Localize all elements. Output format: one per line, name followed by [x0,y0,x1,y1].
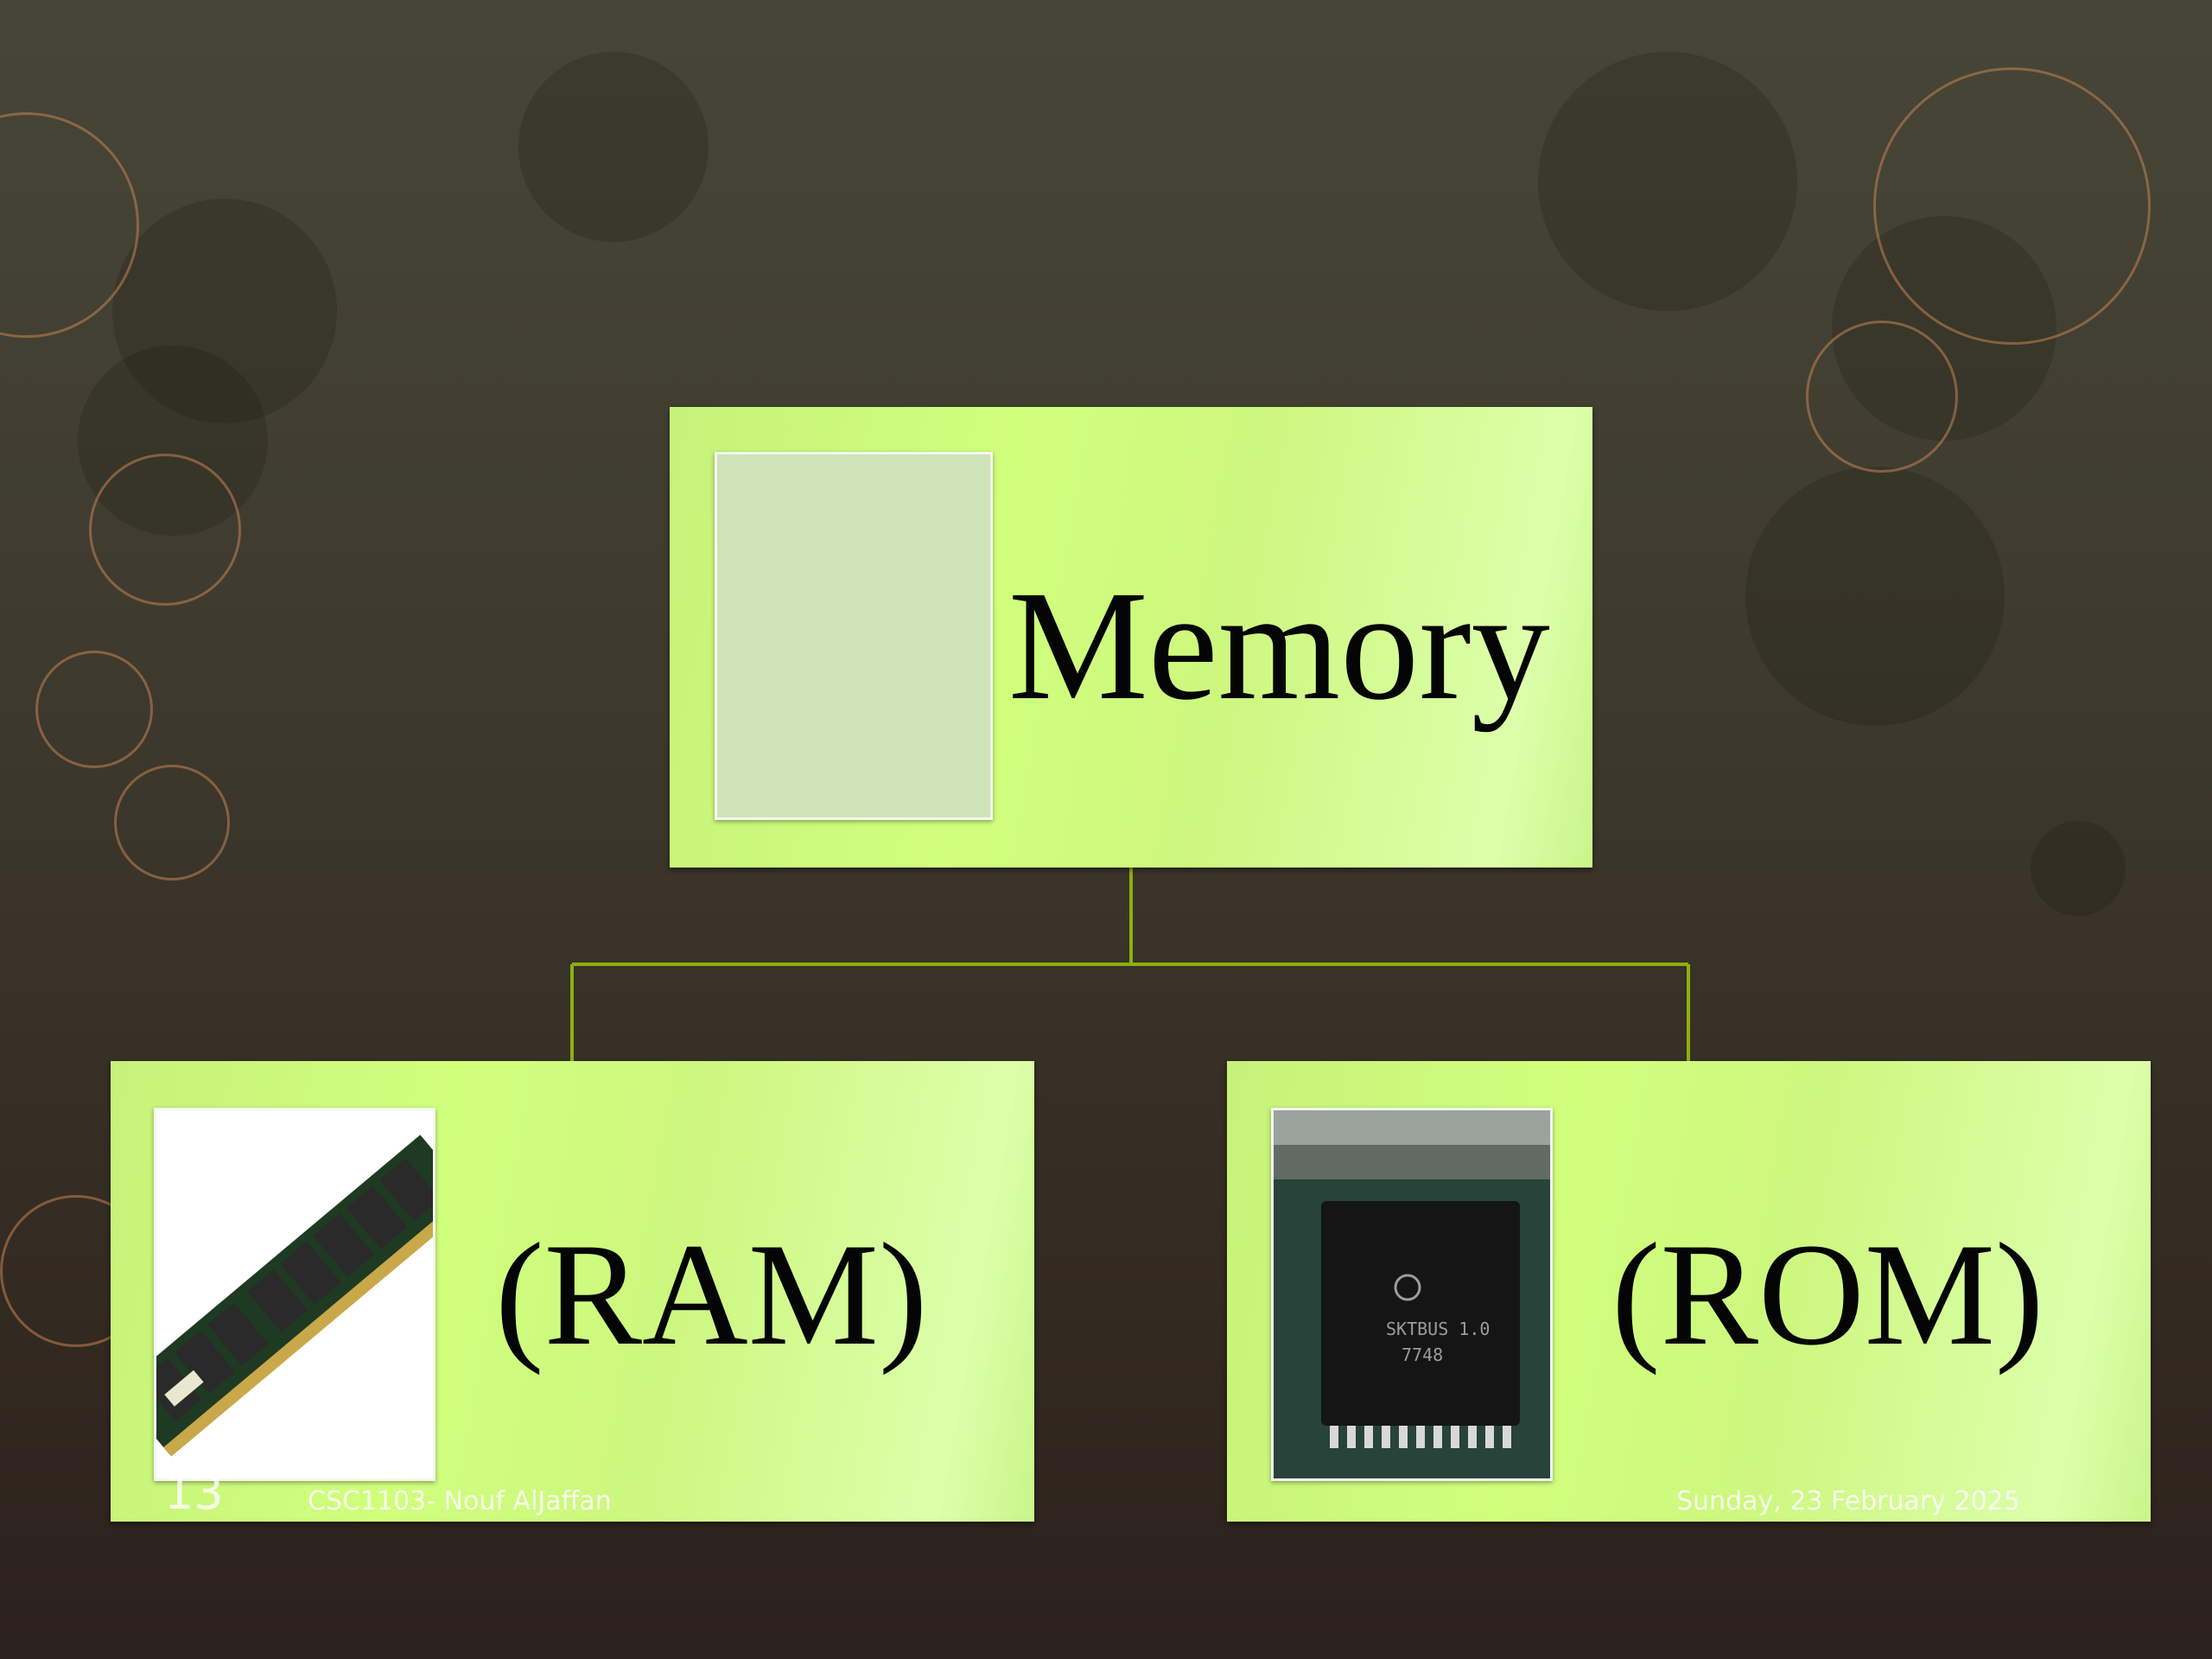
rom-chip-image: SKTBUS 1.0 7748 [1271,1108,1553,1481]
rom-node: SKTBUS 1.0 7748 (ROM) [1227,1061,2151,1522]
rom-chip-marking-2: 7748 [1402,1344,1443,1365]
rom-chip-icon: SKTBUS 1.0 7748 [1274,1110,1550,1478]
background-bokeh [1538,52,1797,311]
rom-chip-marking-1: SKTBUS 1.0 [1386,1319,1490,1339]
background-bokeh [518,52,709,242]
background-ring [35,651,153,768]
ram-module-icon [156,1135,433,1457]
ram-label: (RAM) [495,1213,928,1376]
ram-node: (RAM) [111,1061,1034,1522]
background-bokeh [2031,821,2126,916]
slide-number: 13 [164,1465,224,1520]
ram-module-image [154,1108,435,1481]
background-ring [114,765,230,880]
memory-image-placeholder [715,452,993,820]
rom-label: (ROM) [1611,1213,2044,1376]
memory-label: Memory [1008,559,1550,733]
background-ring [89,454,241,606]
background-ring [1806,321,1958,473]
footer-course: CSC1103- Nouf AlJaffan [308,1486,612,1516]
background-bokeh [1745,467,2005,726]
footer-date: Sunday, 23 February 2025 [1676,1486,2020,1516]
background-bokeh [112,199,337,423]
memory-node: Memory [670,407,1592,868]
background-ring [1873,67,2151,345]
